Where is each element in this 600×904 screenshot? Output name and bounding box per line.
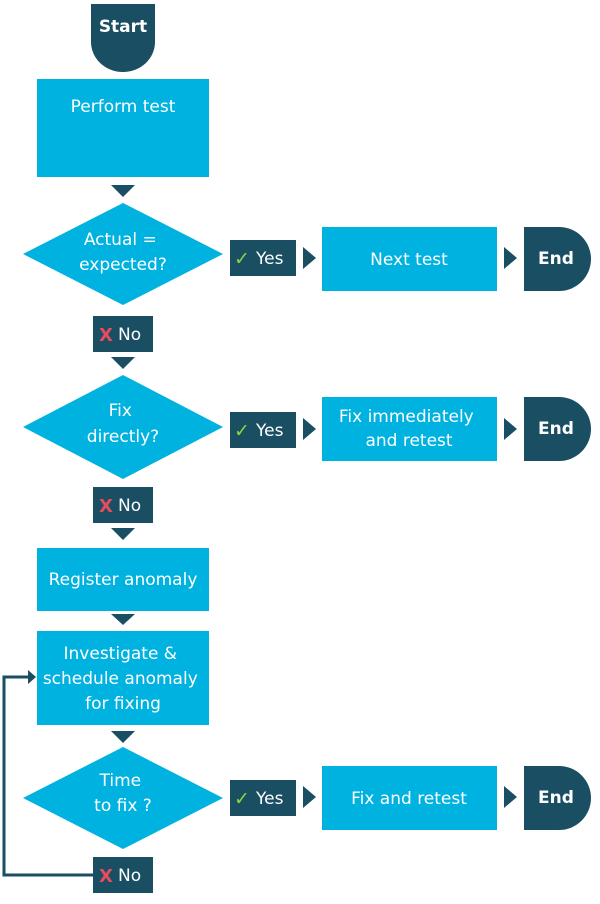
- fix-immediately-box: [322, 397, 497, 461]
- register-anomaly-box: [37, 548, 209, 611]
- fix-and-retest-label: Fix and retest: [351, 789, 467, 809]
- no-tag: [93, 857, 153, 893]
- yes-label: Yes: [255, 789, 284, 809]
- down-arrow: [111, 185, 135, 197]
- loop-back-arrowhead: [28, 670, 36, 684]
- no-label: No: [118, 866, 141, 886]
- check-icon: ✓: [234, 248, 250, 270]
- right-arrow: [303, 418, 316, 440]
- decision-actual-expected: [23, 203, 223, 305]
- end-label: End: [538, 788, 574, 808]
- fix-and-retest-box: [322, 766, 497, 830]
- yes-label: Yes: [255, 249, 284, 269]
- right-arrow: [504, 418, 517, 440]
- end-terminal: [524, 227, 591, 291]
- decision-fix-directly: [23, 375, 223, 479]
- decision-time-to-fix: [23, 747, 223, 849]
- fix-immediately-label: Fix immediately and retest: [339, 407, 479, 451]
- yes-label: Yes: [255, 421, 284, 441]
- investigate-schedule-label: Investigate & schedule anomaly for fixin…: [43, 644, 203, 714]
- next-test-box: [322, 227, 497, 291]
- cross-icon: X: [99, 496, 113, 517]
- end-label: End: [538, 249, 574, 269]
- decision-fix-directly-label: Fix directly?: [87, 401, 159, 447]
- perform-test-box: [37, 79, 209, 177]
- check-icon: ✓: [234, 788, 250, 810]
- no-tag: [93, 487, 153, 523]
- register-anomaly-label: Register anomaly: [49, 570, 198, 590]
- no-tag: [93, 316, 153, 352]
- cross-icon: X: [99, 866, 113, 887]
- perform-test-label: Perform test: [71, 97, 176, 117]
- right-arrow: [504, 247, 517, 269]
- end-label: End: [538, 419, 574, 439]
- down-arrow: [111, 528, 135, 540]
- investigate-schedule-box: [37, 631, 209, 725]
- right-arrow: [303, 786, 316, 808]
- down-arrow: [111, 614, 135, 625]
- yes-tag: [230, 780, 296, 816]
- start-label: Start: [99, 17, 147, 37]
- down-arrow: [111, 357, 135, 369]
- next-test-label: Next test: [370, 250, 448, 270]
- end-terminal: [524, 766, 591, 830]
- cross-icon: X: [99, 325, 113, 346]
- decision-actual-expected-label: Actual = expected?: [79, 230, 167, 275]
- right-arrow: [303, 247, 316, 269]
- no-label: No: [118, 496, 141, 516]
- yes-tag: [230, 240, 296, 276]
- loop-back-connector: [2, 675, 93, 877]
- decision-time-to-fix-label: Time to fix ?: [94, 771, 152, 816]
- no-label: No: [118, 325, 141, 345]
- check-icon: ✓: [234, 420, 250, 442]
- start-terminal: [91, 4, 155, 72]
- yes-tag: [230, 412, 296, 448]
- down-arrow: [111, 731, 135, 743]
- right-arrow: [504, 786, 517, 808]
- end-terminal: [524, 397, 591, 461]
